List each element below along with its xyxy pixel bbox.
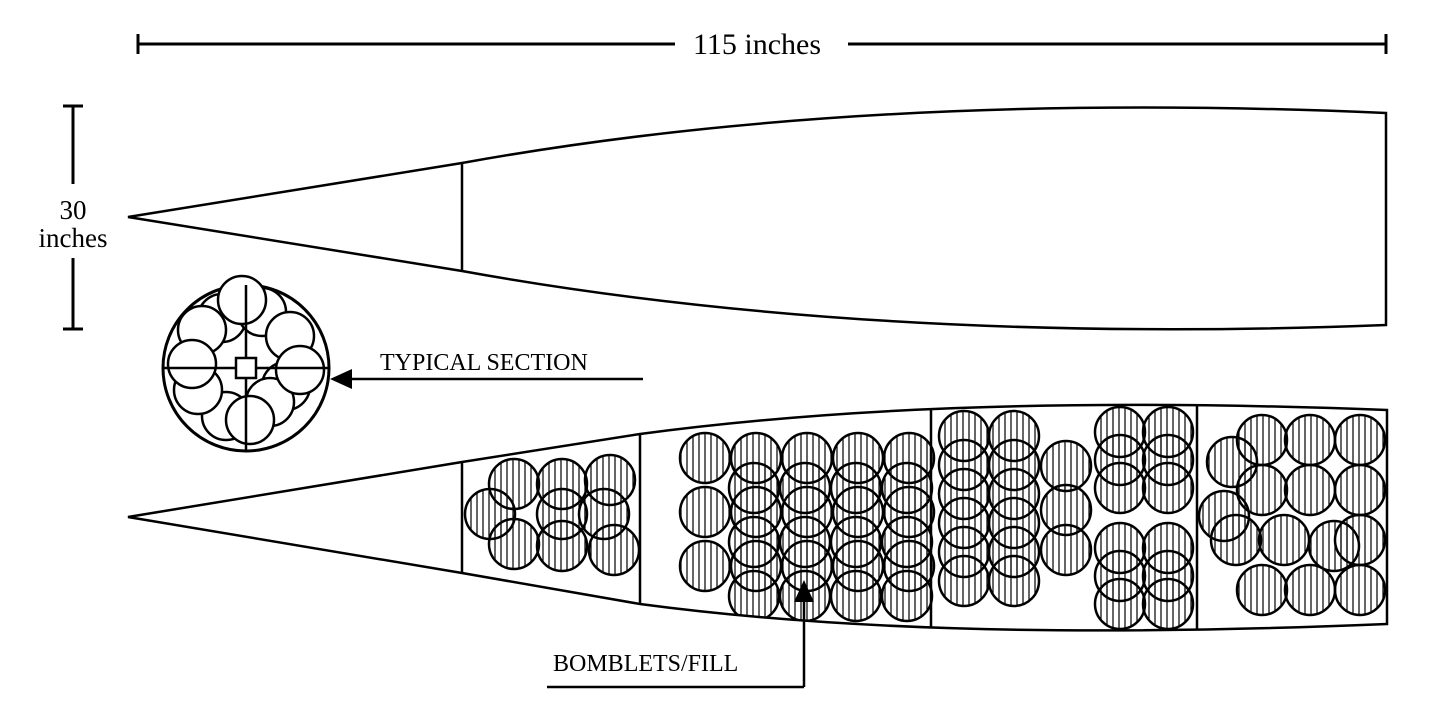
diameter-label-unit: inches	[39, 223, 108, 253]
bomblet-circle	[987, 554, 1041, 608]
bomblet-circle	[1039, 523, 1093, 577]
bomblet-circle	[1283, 463, 1337, 517]
diameter-label-number: 30	[60, 195, 87, 225]
section-bomblet-circle	[166, 338, 218, 390]
bomblet-circle	[587, 523, 641, 577]
bomblet-circle	[487, 517, 541, 571]
bomblet-circle	[535, 519, 589, 573]
bomblet-circle	[1141, 461, 1195, 515]
bomblet-circle	[880, 569, 934, 623]
bomblet-fill	[463, 405, 1387, 631]
bomblet-circle	[1093, 577, 1147, 631]
bomblet-circle	[678, 485, 732, 539]
bomblet-circle	[1141, 577, 1195, 631]
section-center-square	[234, 356, 258, 380]
bomblet-circle	[880, 515, 934, 569]
fill-leader: BOMBLETS/FILL	[547, 580, 814, 689]
section-bomblet-circle	[216, 274, 268, 326]
bomblet-circle	[1333, 513, 1387, 567]
typical-section	[161, 274, 331, 453]
warhead-cutaway	[127, 403, 1389, 632]
bomblet-circle	[778, 461, 832, 515]
bomblet-circle	[1283, 563, 1337, 617]
bomblet-circle	[678, 539, 732, 593]
bomblet-circle	[1333, 563, 1387, 617]
bomblet-circle	[829, 461, 883, 515]
section-leader: TYPICAL SECTION	[330, 350, 643, 389]
bomblet-circle	[1333, 463, 1387, 517]
diameter-dimension: 30 inches	[39, 104, 108, 331]
fill-arrow-head	[794, 580, 814, 602]
length-dimension: 115 inches	[136, 28, 1388, 61]
section-bomblet-circle	[274, 344, 326, 396]
bomblet-circle	[937, 554, 991, 608]
bomblet-circle	[1235, 413, 1289, 467]
bomblet-circle	[1039, 439, 1093, 493]
length-label: 115 inches	[693, 28, 821, 61]
section-arrow-head	[330, 369, 352, 389]
section-bomblet-circle	[224, 394, 276, 446]
bomblet-circle	[1333, 413, 1387, 467]
bomblet-circle	[829, 569, 883, 623]
bomblet-circle	[778, 515, 832, 569]
bomblet-circle	[1257, 513, 1311, 567]
bomblet-circle	[678, 431, 732, 485]
section-label: TYPICAL SECTION	[380, 350, 588, 376]
bomblet-circle	[487, 457, 541, 511]
bomblet-circle	[1235, 563, 1289, 617]
bomblet-circle	[880, 461, 934, 515]
exterior-body-outline	[127, 106, 1388, 331]
bomblet-circle	[829, 515, 883, 569]
bomblet-circle	[1283, 413, 1337, 467]
fill-label: BOMBLETS/FILL	[553, 651, 738, 677]
warhead-outline-exterior	[127, 106, 1388, 331]
bomblet-circle	[727, 515, 781, 569]
bomblet-circle	[1209, 513, 1263, 567]
bomblet-circle	[727, 461, 781, 515]
bomblet-circle	[727, 569, 781, 623]
bomblet-circle	[1093, 461, 1147, 515]
